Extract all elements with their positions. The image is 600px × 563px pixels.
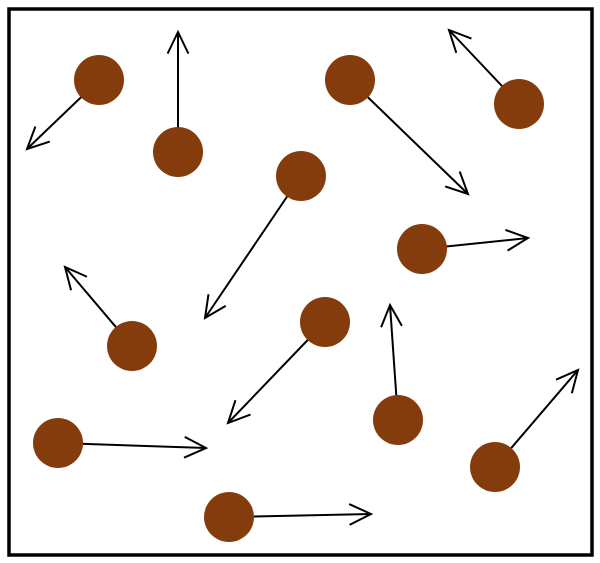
velocity-arrow-head bbox=[226, 399, 251, 425]
particle-body bbox=[325, 55, 375, 105]
particle-6 bbox=[397, 224, 531, 274]
velocity-arrow-head bbox=[203, 294, 227, 320]
velocity-arrow-head bbox=[380, 302, 403, 328]
particle-10 bbox=[33, 418, 209, 468]
particle-body bbox=[397, 224, 447, 274]
particle-body bbox=[74, 55, 124, 105]
particle-5 bbox=[203, 151, 326, 320]
particle-3 bbox=[325, 55, 470, 196]
particle-11 bbox=[470, 368, 580, 492]
particle-body bbox=[470, 442, 520, 492]
particle-2 bbox=[153, 29, 203, 177]
velocity-arrow-head bbox=[25, 126, 51, 151]
velocity-arrow-head bbox=[166, 29, 190, 55]
particles-layer bbox=[25, 28, 580, 542]
particle-body bbox=[494, 79, 544, 129]
particle-body bbox=[204, 492, 254, 542]
velocity-arrow-head bbox=[505, 228, 531, 252]
particle-12 bbox=[204, 492, 374, 542]
velocity-arrow-head bbox=[447, 28, 472, 54]
velocity-arrow-head bbox=[444, 171, 470, 196]
particle-8 bbox=[226, 297, 350, 425]
velocity-arrow-shaft bbox=[349, 79, 469, 195]
container-frame bbox=[7, 7, 594, 557]
particle-body bbox=[33, 418, 83, 468]
velocity-arrow-shaft bbox=[204, 175, 302, 319]
particle-1 bbox=[25, 55, 124, 151]
velocity-arrow-head bbox=[348, 503, 374, 526]
velocity-arrow-head bbox=[63, 265, 88, 291]
velocity-arrow-head bbox=[183, 435, 209, 459]
particle-body bbox=[300, 297, 350, 347]
particle-7 bbox=[63, 265, 157, 371]
particle-4 bbox=[447, 28, 544, 129]
particle-body bbox=[276, 151, 326, 201]
particle-body bbox=[107, 321, 157, 371]
particle-9 bbox=[373, 302, 423, 445]
particle-body bbox=[373, 395, 423, 445]
velocity-arrow-head bbox=[555, 368, 580, 394]
particle-body bbox=[153, 127, 203, 177]
